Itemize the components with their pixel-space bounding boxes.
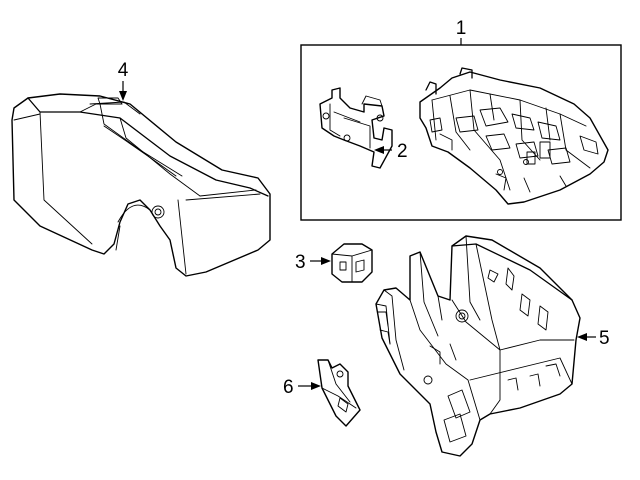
callout-5: 5	[577, 328, 610, 349]
fuse-box-cover-icon	[11, 93, 271, 277]
fuse-box-housing-icon	[375, 235, 581, 457]
callout-label: 2	[397, 141, 408, 162]
mounting-bracket-icon	[319, 87, 393, 169]
relay-icon	[331, 243, 373, 283]
callout-label: 6	[283, 377, 294, 398]
callout-label: 4	[118, 60, 129, 81]
callout-3: 3	[295, 252, 331, 273]
callout-6: 6	[283, 377, 321, 398]
callout-label: 5	[599, 328, 610, 349]
callout-label: 1	[456, 18, 467, 39]
retaining-clip-icon	[317, 359, 361, 427]
callout-2: 2	[374, 141, 408, 162]
callout-1: 1	[456, 18, 467, 45]
fuse-box-assembly-icon	[419, 67, 609, 205]
callout-4: 4	[118, 60, 129, 101]
callout-label: 3	[295, 252, 306, 273]
